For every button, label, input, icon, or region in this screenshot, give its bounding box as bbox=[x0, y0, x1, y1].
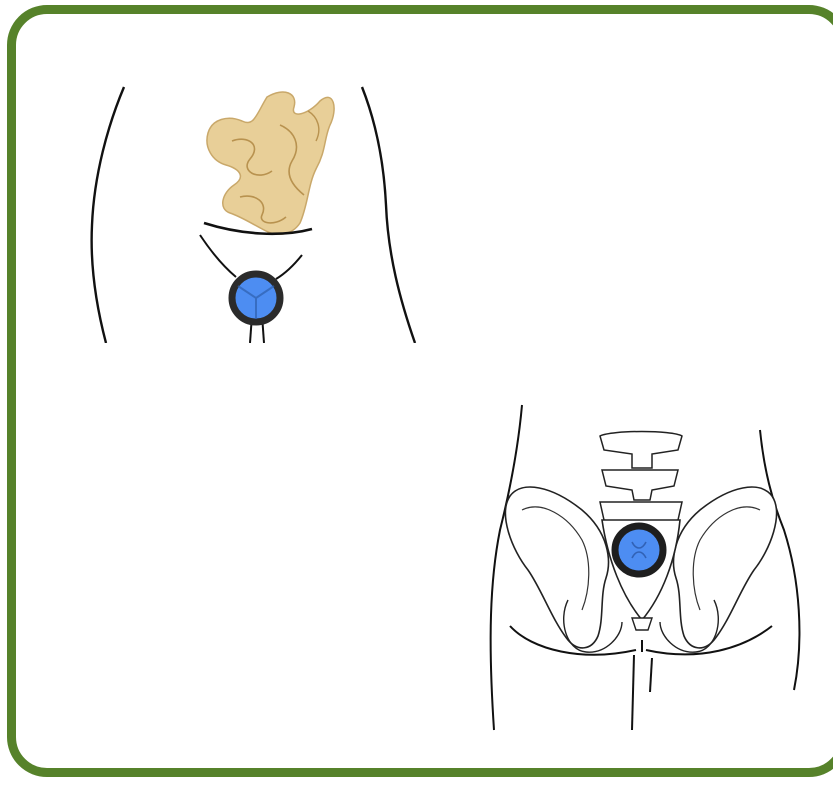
lumbar-vertebra-middle bbox=[602, 470, 678, 500]
coccyx bbox=[632, 618, 652, 630]
groin-right-line bbox=[276, 255, 302, 279]
front-view-illustration bbox=[72, 85, 417, 343]
back-torso-right-outline bbox=[760, 430, 799, 690]
back-torso-left-outline bbox=[491, 405, 522, 730]
right-iliac-wing bbox=[674, 487, 777, 648]
leg-line-left bbox=[632, 655, 634, 730]
left-iliac-wing bbox=[505, 487, 608, 648]
front-view-svg bbox=[72, 85, 417, 343]
sacrum-marker bbox=[615, 526, 663, 574]
intestine bbox=[207, 92, 334, 234]
leg-line-right bbox=[650, 658, 652, 692]
torso-right-outline bbox=[362, 87, 415, 343]
groin-left-line bbox=[200, 235, 236, 277]
back-view-illustration bbox=[482, 400, 833, 740]
torso-left-outline bbox=[92, 87, 124, 343]
back-view-svg bbox=[482, 400, 833, 740]
lumbar-vertebra-upper bbox=[600, 432, 682, 469]
